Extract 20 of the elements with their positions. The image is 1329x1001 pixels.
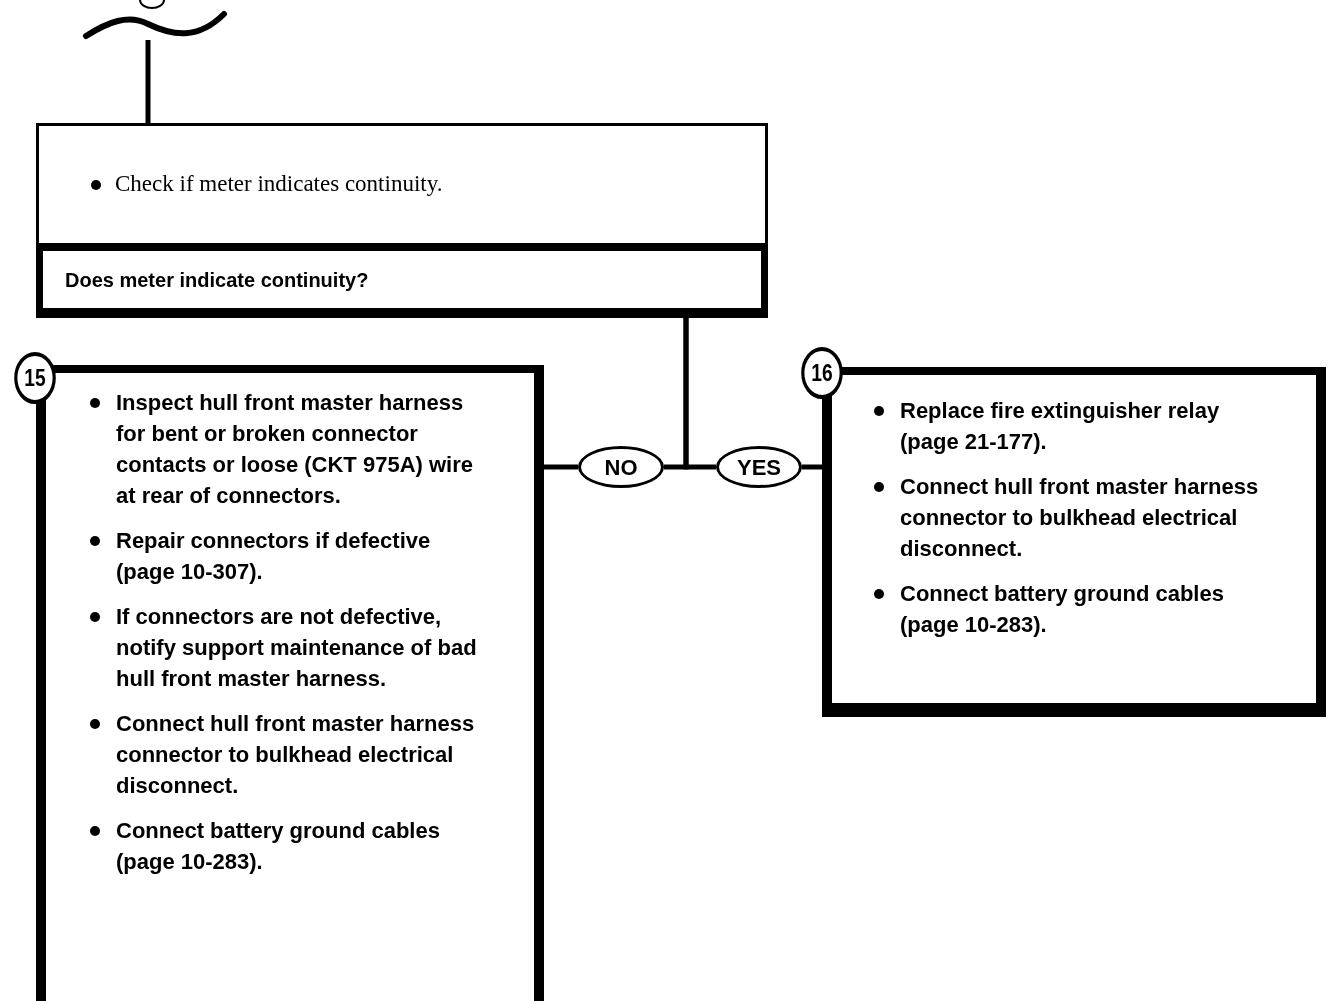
step-text: If connectors are not defective, notify support maintenance of bad hull front master harness. [116,603,478,693]
step-text: Replace fire extinguisher relay (page 21-177). [900,397,1221,456]
connector-line [544,464,578,470]
step-text: Repair connectors if defective (page 10-307). [116,527,432,586]
connector-line [683,318,716,470]
step-text: Connect battery ground cables (page 10-283). [116,817,441,876]
step-text: Inspect hull front master harness for bent or broken connector contacts or loose (CKT 975A) wire at rear of connectors. [116,389,474,510]
step-number: 15 [14,352,56,404]
connector-line [802,464,822,470]
connector-line [145,40,151,123]
answer-oval: NO [578,446,664,488]
step-text: Connect hull front master harness connector to bulkhead electrical disconnect. [900,473,1260,563]
action-box [36,123,768,243]
action-text: Check if meter indicates continuity. [115,170,443,199]
step-number: 16 [801,347,843,399]
question-box [36,243,768,318]
question-text: Does meter indicate continuity? [65,267,369,293]
answer-oval: YES [716,446,802,488]
step-text: Connect hull front master harness connector to bulkhead electrical disconnect. [116,710,476,800]
step-text: Connect battery ground cables (page 10-283). [900,580,1225,639]
